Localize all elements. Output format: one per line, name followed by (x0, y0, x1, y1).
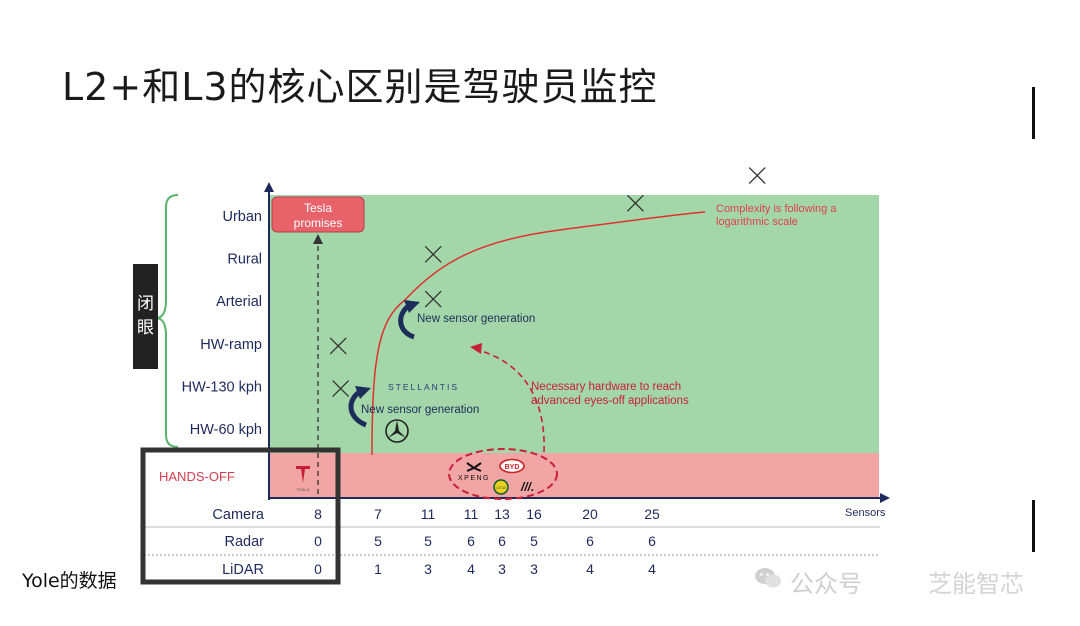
page-title: L2+和L3的核心区别是驾驶员监控 (62, 65, 658, 109)
table-cell: 6 (467, 533, 475, 549)
table-cell: 25 (644, 506, 660, 522)
data-point-x-mark (332, 380, 350, 397)
y-axis-arrowhead (264, 182, 274, 192)
hands-off-label-area (140, 453, 270, 498)
data-point-x-mark (329, 337, 347, 355)
data-point-x-mark (748, 167, 766, 184)
eyes-off-green-band (270, 195, 879, 453)
y-level-label: HW-60 kph (190, 422, 262, 438)
table-cell: 3 (424, 561, 432, 577)
table-cell: 4 (648, 561, 656, 577)
curve-label-line1: Complexity is following a (716, 203, 837, 215)
complexity-curve (371, 211, 706, 456)
zeekr-logo: ///. (520, 480, 534, 494)
lotus-logo: LOTUS (493, 479, 509, 495)
table-cell: 3 (530, 561, 538, 577)
table-cell: 13 (494, 506, 510, 522)
table-cell: 5 (374, 533, 382, 549)
svg-text:XPENG: XPENG (458, 475, 490, 482)
watermark-label-a: 公众号 (790, 570, 862, 598)
curve-label-line2: logarithmic scale (716, 216, 798, 228)
y-level-label: HW-130 kph (182, 379, 262, 395)
x-axis-arrowhead (880, 493, 890, 503)
table-cell: 6 (498, 533, 506, 549)
tesla-logo: TESLA (296, 466, 310, 492)
data-point-x-mark (424, 290, 442, 308)
y-level-label: Urban (223, 209, 263, 225)
necessary-hardware-line2: advanced eyes-off applications (531, 395, 689, 407)
decorative-bar-top (1032, 87, 1035, 139)
mercedes-logo (385, 419, 409, 443)
necessary-hardware-arrow (477, 349, 545, 453)
table-cell: 0 (314, 533, 322, 549)
upgrade-arrow-lower-icon (348, 388, 368, 428)
necessary-hardware-arrowhead (470, 343, 482, 354)
table-cell: 5 (424, 533, 432, 549)
new-sensor-generation-lower: New sensor generation (361, 404, 479, 416)
eyes-off-bracket (155, 194, 179, 448)
svg-text:TESLA: TESLA (297, 487, 310, 492)
upgrade-arrow-lower-head (355, 386, 371, 399)
x-axis-label: Sensors (845, 507, 886, 519)
table-cell: 0 (314, 561, 322, 577)
necessary-hardware-line1: Necessary hardware to reach (531, 381, 681, 393)
table-cell: 16 (526, 506, 542, 522)
decorative-bar-bottom (1032, 500, 1035, 552)
table-cell: 6 (586, 533, 594, 549)
upgrade-arrow-upper-head (404, 300, 420, 313)
y-level-label: Arterial (216, 294, 262, 310)
eyes-closed-label-line2: 眼 (137, 318, 154, 337)
svg-text:BYD: BYD (505, 464, 520, 471)
table-cell: 4 (467, 561, 475, 577)
eyes-closed-label-line1: 闭 (137, 294, 154, 313)
tesla-promises-label-line2: promises (294, 216, 343, 230)
stellantis-logo: STELLANTIS (388, 382, 459, 392)
table-cell: 11 (464, 506, 479, 522)
y-level-label: HW-ramp (200, 337, 262, 353)
data-point-x-mark (626, 194, 644, 212)
table-cell: 1 (374, 561, 382, 577)
hands-off-label: HANDS-OFF (159, 469, 235, 484)
new-sensor-generation-upper: New sensor generation (417, 313, 535, 325)
data-point-x-mark (424, 245, 442, 263)
table-cell: 5 (530, 533, 538, 549)
table-row-label: Radar (225, 534, 265, 550)
svg-text:LOTUS: LOTUS (496, 486, 507, 490)
source-note: Yole的数据 (22, 570, 117, 592)
table-row-label: Camera (212, 507, 265, 523)
table-cell: 8 (314, 506, 322, 522)
tesla-promises-box (271, 196, 365, 233)
watermark-label-b: 芝能智芯 (928, 570, 1024, 598)
table-cell: 11 (421, 506, 436, 522)
byd-logo: BYD (499, 458, 525, 474)
hands-off-red-band (270, 453, 879, 498)
table-cell: 3 (498, 561, 506, 577)
tesla-dashed-arrowhead (313, 234, 323, 244)
tesla-promises-label-line1: Tesla (304, 201, 332, 215)
hands-off-oem-ellipse (448, 448, 558, 500)
table-cell: 6 (648, 533, 656, 549)
hands-off-highlight-box (140, 447, 341, 585)
xpeng-logo: XPENG (458, 462, 490, 482)
table-cell: 7 (374, 506, 382, 522)
table-row-label: LiDAR (222, 562, 264, 578)
wechat-icon (755, 568, 781, 588)
eyes-closed-label-box (133, 264, 158, 369)
table-cell: 4 (586, 561, 594, 577)
table-cell: 20 (582, 506, 598, 522)
y-level-label: Rural (227, 252, 262, 268)
